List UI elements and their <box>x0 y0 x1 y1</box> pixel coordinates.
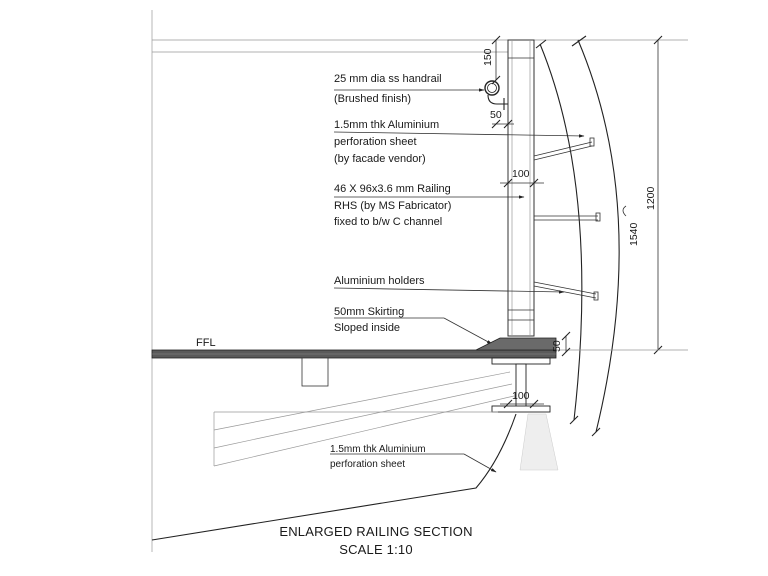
steel-i-section <box>491 357 551 413</box>
drawing-title: ENLARGED RAILING SECTION <box>279 524 472 539</box>
dimension-50-top-text: 50 <box>490 109 502 121</box>
dimension-1200-text: 1200 <box>645 186 657 210</box>
dimension-100-bottom: 100 <box>500 390 544 409</box>
perforation-top-label-2: perforation sheet <box>334 136 417 148</box>
drawing-scale: SCALE 1:10 <box>339 542 413 557</box>
dimension-100-bottom-text: 100 <box>512 390 530 402</box>
perforation-bottom-label-1: 1.5mm thk Aluminium <box>330 444 426 455</box>
dimension-50-top: 50 <box>490 109 514 129</box>
railing-label-1: 46 X 96x3.6 mm Railing <box>334 183 451 195</box>
skirting-label-1: 50mm Skirting <box>334 306 404 318</box>
holders-label: Aluminium holders <box>334 275 425 287</box>
floor-slab <box>151 349 557 359</box>
skirting-label-2: Sloped inside <box>334 322 400 334</box>
skirting <box>475 337 557 351</box>
dimension-150-text: 150 <box>482 48 494 66</box>
dimension-1200: 1200 <box>645 35 663 355</box>
ffl-label: FFL <box>196 337 216 349</box>
dimension-100-mid-text: 100 <box>512 168 530 180</box>
handrail-label-2: (Brushed finish) <box>334 93 411 105</box>
dimension-50-skirting-text: 50 <box>551 340 563 352</box>
leader-holders <box>333 287 565 294</box>
perforation-bottom-callout: 1.5mm thk Aluminium perforation sheet <box>330 444 497 473</box>
lower-perforation-sheet <box>151 413 517 541</box>
leader-skirting-diag <box>443 317 493 345</box>
dimension-150: 150 <box>482 35 501 85</box>
beam <box>301 357 329 387</box>
soffit-lines <box>213 371 515 467</box>
light-fixture <box>519 413 559 471</box>
railing-label-3: fixed to b/w C channel <box>334 216 442 228</box>
handrail-label-1: 25 mm dia ss handrail <box>334 73 442 85</box>
aluminium-holders <box>533 137 601 301</box>
railing-label-2: RHS (by MS Fabricator) <box>334 200 451 212</box>
perforation-top-label-1: 1.5mm thk Aluminium <box>334 119 439 131</box>
dimension-50-skirting: 50 <box>551 331 571 357</box>
railing-post <box>507 39 535 337</box>
perforation-bottom-label-2: perforation sheet <box>330 459 405 470</box>
dimension-100-mid: 100 <box>500 168 544 188</box>
handrail-detail <box>484 80 508 110</box>
radius-1540-text: 1540 <box>628 222 640 246</box>
radius-1540: 1540 <box>622 205 640 246</box>
perforation-top-label-3: (by facade vendor) <box>334 153 426 165</box>
facade-arcs <box>535 35 620 437</box>
leader-perforation-top <box>333 131 585 138</box>
